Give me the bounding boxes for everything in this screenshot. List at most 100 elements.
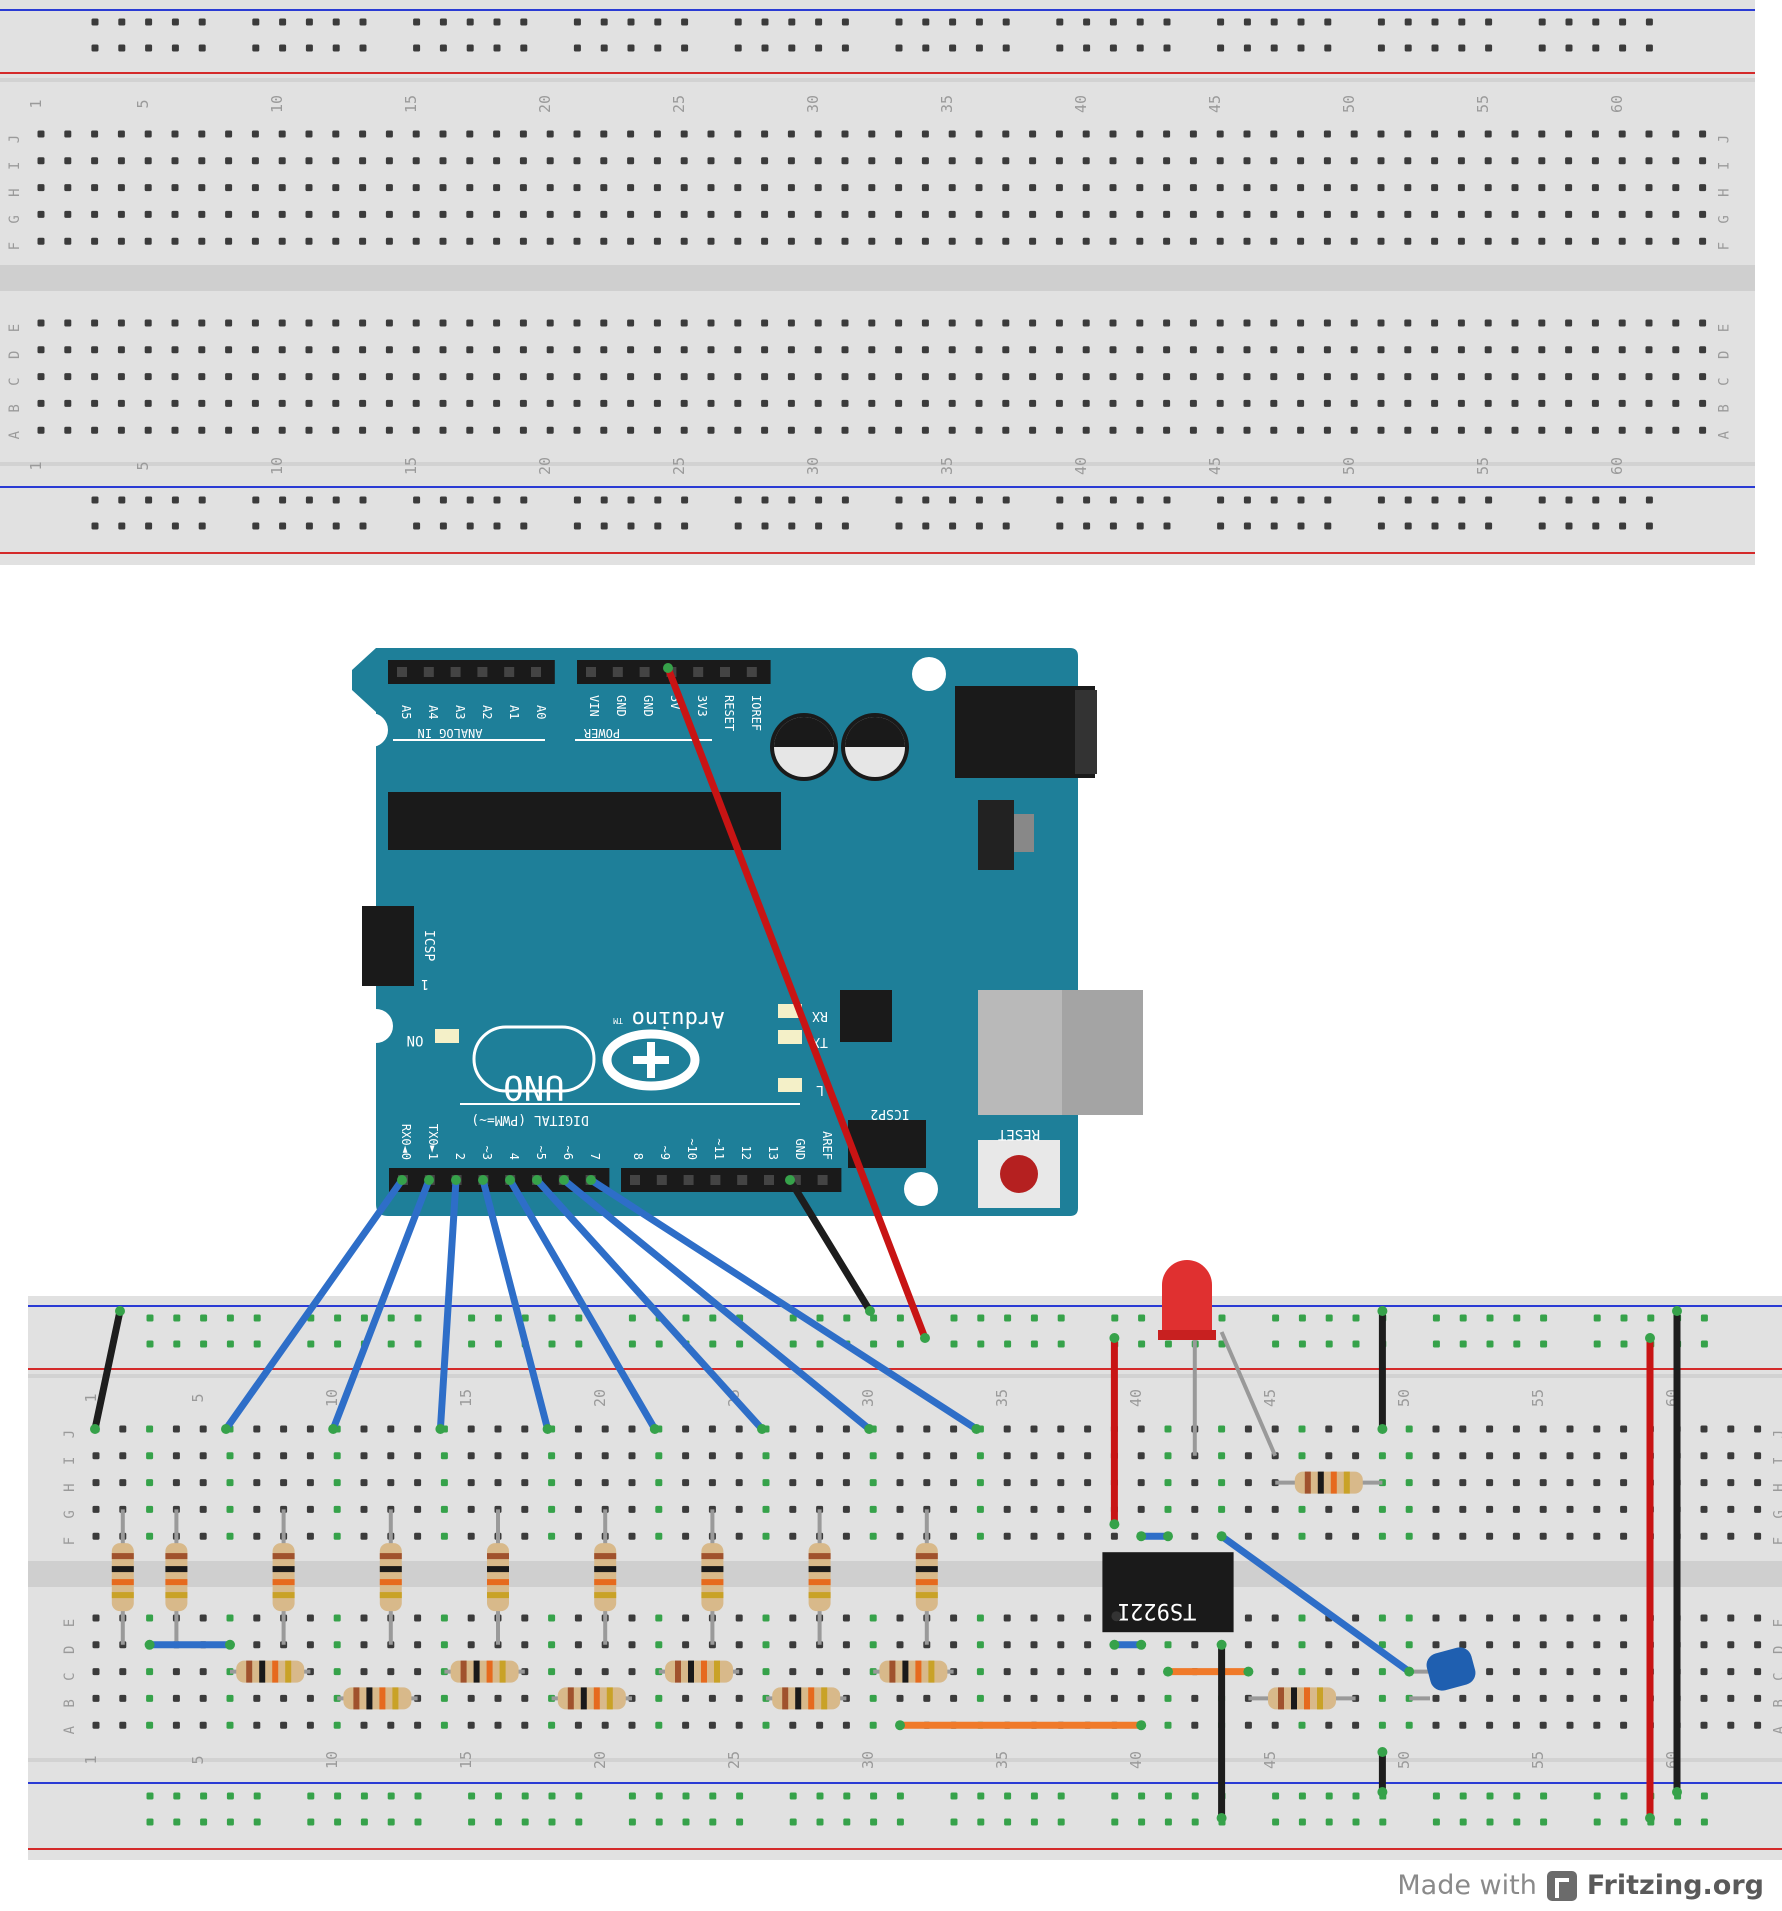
rail-hole — [359, 496, 367, 504]
breadboard-hole — [1484, 426, 1492, 434]
breadboard-hole — [1593, 1505, 1601, 1513]
breadboard-hole — [680, 346, 688, 354]
breadboard-hole — [1672, 210, 1680, 218]
breadboard-hole — [707, 319, 715, 327]
column-number: 50 — [1340, 95, 1358, 113]
breadboard-hole — [278, 184, 286, 192]
rail-hole — [1217, 522, 1225, 530]
breadboard-hole — [1754, 1425, 1762, 1433]
rail-hole — [682, 1792, 690, 1800]
wire-end — [532, 1175, 542, 1185]
breadboard-hole — [548, 1668, 556, 1676]
column-number: 10 — [268, 95, 286, 113]
rail-hole — [1513, 1818, 1521, 1826]
breadboard-hole — [841, 210, 849, 218]
rail-hole — [1298, 1314, 1306, 1322]
breadboard-hole — [305, 157, 313, 165]
breadboard-hole — [1350, 426, 1358, 434]
breadboard-hole — [385, 319, 393, 327]
breadboard-hole — [1457, 184, 1465, 192]
resistor-band — [285, 1660, 292, 1683]
header-pin — [710, 1175, 721, 1185]
rail-hole — [977, 1340, 985, 1348]
rail-hole — [655, 1818, 663, 1826]
breadboard-hole — [842, 1425, 850, 1433]
breadboard-hole — [91, 373, 99, 381]
breadboard-hole — [1432, 1614, 1440, 1622]
breadboard-hole — [1539, 1641, 1547, 1649]
rail-hole — [466, 18, 474, 26]
rail-hole — [1538, 18, 1546, 26]
breadboard-hole — [1645, 157, 1653, 165]
rail-hole — [387, 1340, 395, 1348]
wire-digital-1 — [329, 1176, 433, 1433]
breadboard-hole — [1457, 319, 1465, 327]
rail-hole — [279, 18, 287, 26]
resistor-band — [460, 1660, 467, 1683]
breadboard-hole — [1405, 1641, 1413, 1649]
column-number: 10 — [268, 457, 286, 475]
breadboard-hole — [1029, 426, 1037, 434]
breadboard-hole — [1377, 346, 1385, 354]
breadboard-hole — [1457, 373, 1465, 381]
rail-hole — [253, 1792, 261, 1800]
breadboard-hole — [1539, 1721, 1547, 1729]
rail-hole — [1674, 1818, 1682, 1826]
breadboard-hole — [1136, 346, 1144, 354]
breadboard-hole — [842, 1479, 850, 1487]
rail-hole — [332, 496, 340, 504]
breadboard-hole — [682, 1452, 690, 1460]
breadboard-hole — [574, 1505, 582, 1513]
breadboard-hole — [171, 130, 179, 138]
breadboard-hole — [842, 1614, 850, 1622]
rail-hole — [654, 44, 662, 52]
resistor-band — [111, 1566, 134, 1573]
breadboard-hole — [574, 1479, 582, 1487]
breadboard-hole — [707, 346, 715, 354]
breadboard-hole — [1164, 1721, 1172, 1729]
mount-hole — [359, 1009, 393, 1043]
header-pin — [683, 1175, 694, 1185]
wire-end — [478, 1175, 488, 1185]
breadboard-hole — [1216, 319, 1224, 327]
breadboard-hole — [814, 130, 822, 138]
breadboard-hole — [412, 157, 420, 165]
breadboard-hole — [117, 426, 125, 434]
rail-hole — [91, 496, 99, 504]
breadboard-hole — [707, 184, 715, 192]
rail-hole — [468, 1340, 476, 1348]
breadboard-hole — [841, 319, 849, 327]
rail-hole — [334, 1818, 342, 1826]
breadboard-hole — [1511, 319, 1519, 327]
breadboard-hole — [1216, 184, 1224, 192]
column-number: 30 — [859, 1389, 877, 1407]
rail-hole — [815, 18, 823, 26]
breadboard-hole — [1055, 157, 1063, 165]
breadboard-hole — [1377, 157, 1385, 165]
breadboard-hole — [1457, 426, 1465, 434]
analog-pin-label: A0 — [534, 705, 548, 719]
breadboard-hole — [1163, 399, 1171, 407]
resistor-band — [808, 1592, 831, 1599]
wire-end — [649, 1424, 660, 1434]
breadboard-hole — [146, 1479, 154, 1487]
breadboard-hole — [414, 1721, 422, 1729]
breadboard-hole — [519, 346, 527, 354]
rail-hole — [949, 44, 957, 52]
breadboard-hole — [868, 399, 876, 407]
breadboard-hole — [199, 1694, 207, 1702]
breadboard-hole — [548, 1614, 556, 1622]
rail-hole — [118, 44, 126, 52]
mount-hole — [354, 713, 388, 747]
rail-hole — [468, 1792, 476, 1800]
breadboard-hole — [412, 237, 420, 245]
breadboard-hole — [305, 319, 313, 327]
resistor-band — [272, 1566, 295, 1573]
breadboard-hole — [1297, 210, 1305, 218]
column-number: 45 — [1206, 457, 1224, 475]
breadboard-hole — [199, 1721, 207, 1729]
breadboard-hole — [680, 130, 688, 138]
rail-hole — [200, 1340, 208, 1348]
wire-end — [144, 1639, 155, 1650]
breadboard-hole — [814, 399, 822, 407]
